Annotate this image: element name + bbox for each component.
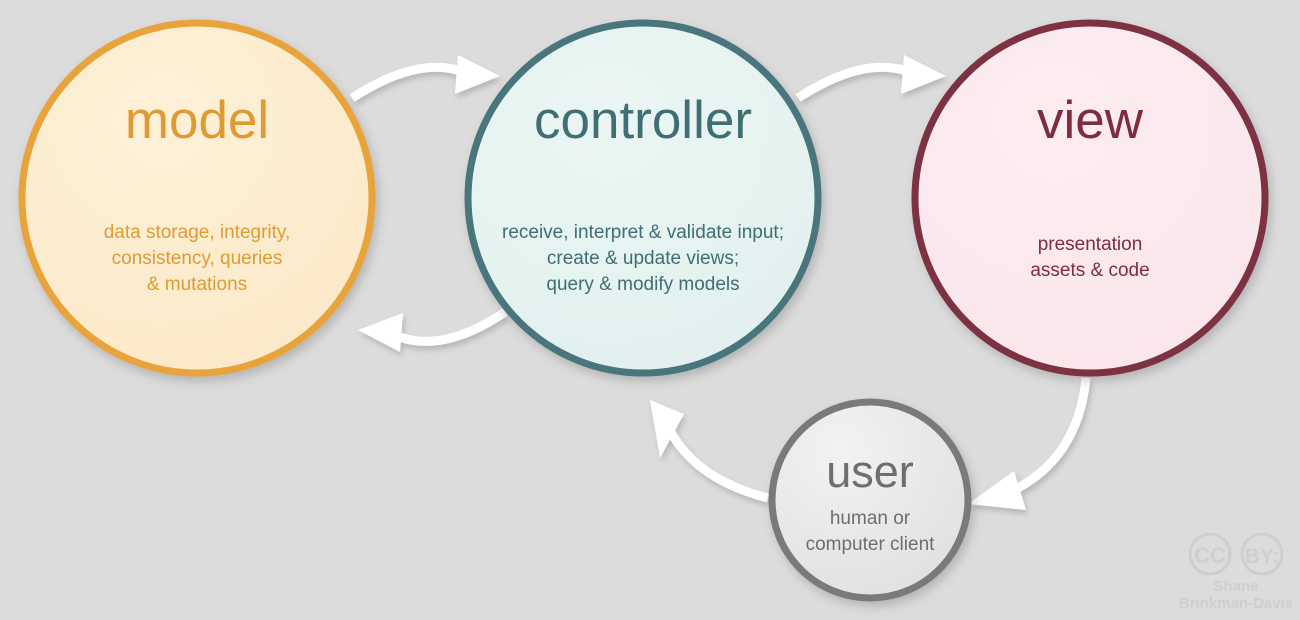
user-circle[interactable] xyxy=(768,398,972,602)
view-desc-line-2: assets & code xyxy=(1030,260,1149,281)
view-desc-line-1: presentation xyxy=(1038,234,1143,255)
by-icon[interactable]: BY: xyxy=(1240,532,1284,576)
model-title: model xyxy=(125,91,269,150)
controller-title: controller xyxy=(534,91,752,150)
model-desc-line-3: & mutations xyxy=(147,274,247,295)
user-desc-line-1: human or xyxy=(830,508,911,529)
view-circle[interactable] xyxy=(911,19,1269,377)
model-desc-line-1: data storage, integrity, xyxy=(104,222,291,243)
controller-desc-line-3: query & modify models xyxy=(546,274,739,295)
license-badge[interactable]: CC BY: Shane Brinkman-Davis xyxy=(1179,532,1293,612)
view-title: view xyxy=(1037,91,1144,150)
by-icon-label: BY: xyxy=(1245,545,1280,568)
node-view[interactable]: view presentation assets & code xyxy=(911,19,1269,377)
controller-circle[interactable] xyxy=(464,19,822,377)
arrow-model-to-controller xyxy=(349,55,500,102)
controller-desc-line-2: create & update views; xyxy=(547,248,739,269)
arrow-view-to-user xyxy=(968,377,1091,510)
arrow-controller-to-view xyxy=(795,55,946,102)
cc-icon[interactable]: CC xyxy=(1188,532,1232,576)
node-model[interactable]: model data storage, integrity, consisten… xyxy=(18,19,376,377)
attribution-line-2: Brinkman-Davis xyxy=(1179,595,1293,612)
model-circle[interactable] xyxy=(18,19,376,377)
model-desc-line-2: consistency, queries xyxy=(112,248,283,269)
controller-desc-line-1: receive, interpret & validate input; xyxy=(502,222,784,243)
user-title: user xyxy=(826,446,914,497)
arrow-group xyxy=(349,55,1091,510)
arrow-controller-to-model xyxy=(358,308,508,352)
user-desc-line-2: computer client xyxy=(806,534,936,555)
node-user[interactable]: user human or computer client xyxy=(768,398,972,602)
cc-icon-label: CC xyxy=(1194,543,1226,568)
attribution-line-1: Shane xyxy=(1213,578,1258,595)
arrow-user-to-controller xyxy=(650,400,770,503)
node-controller[interactable]: controller receive, interpret & validate… xyxy=(464,19,822,377)
